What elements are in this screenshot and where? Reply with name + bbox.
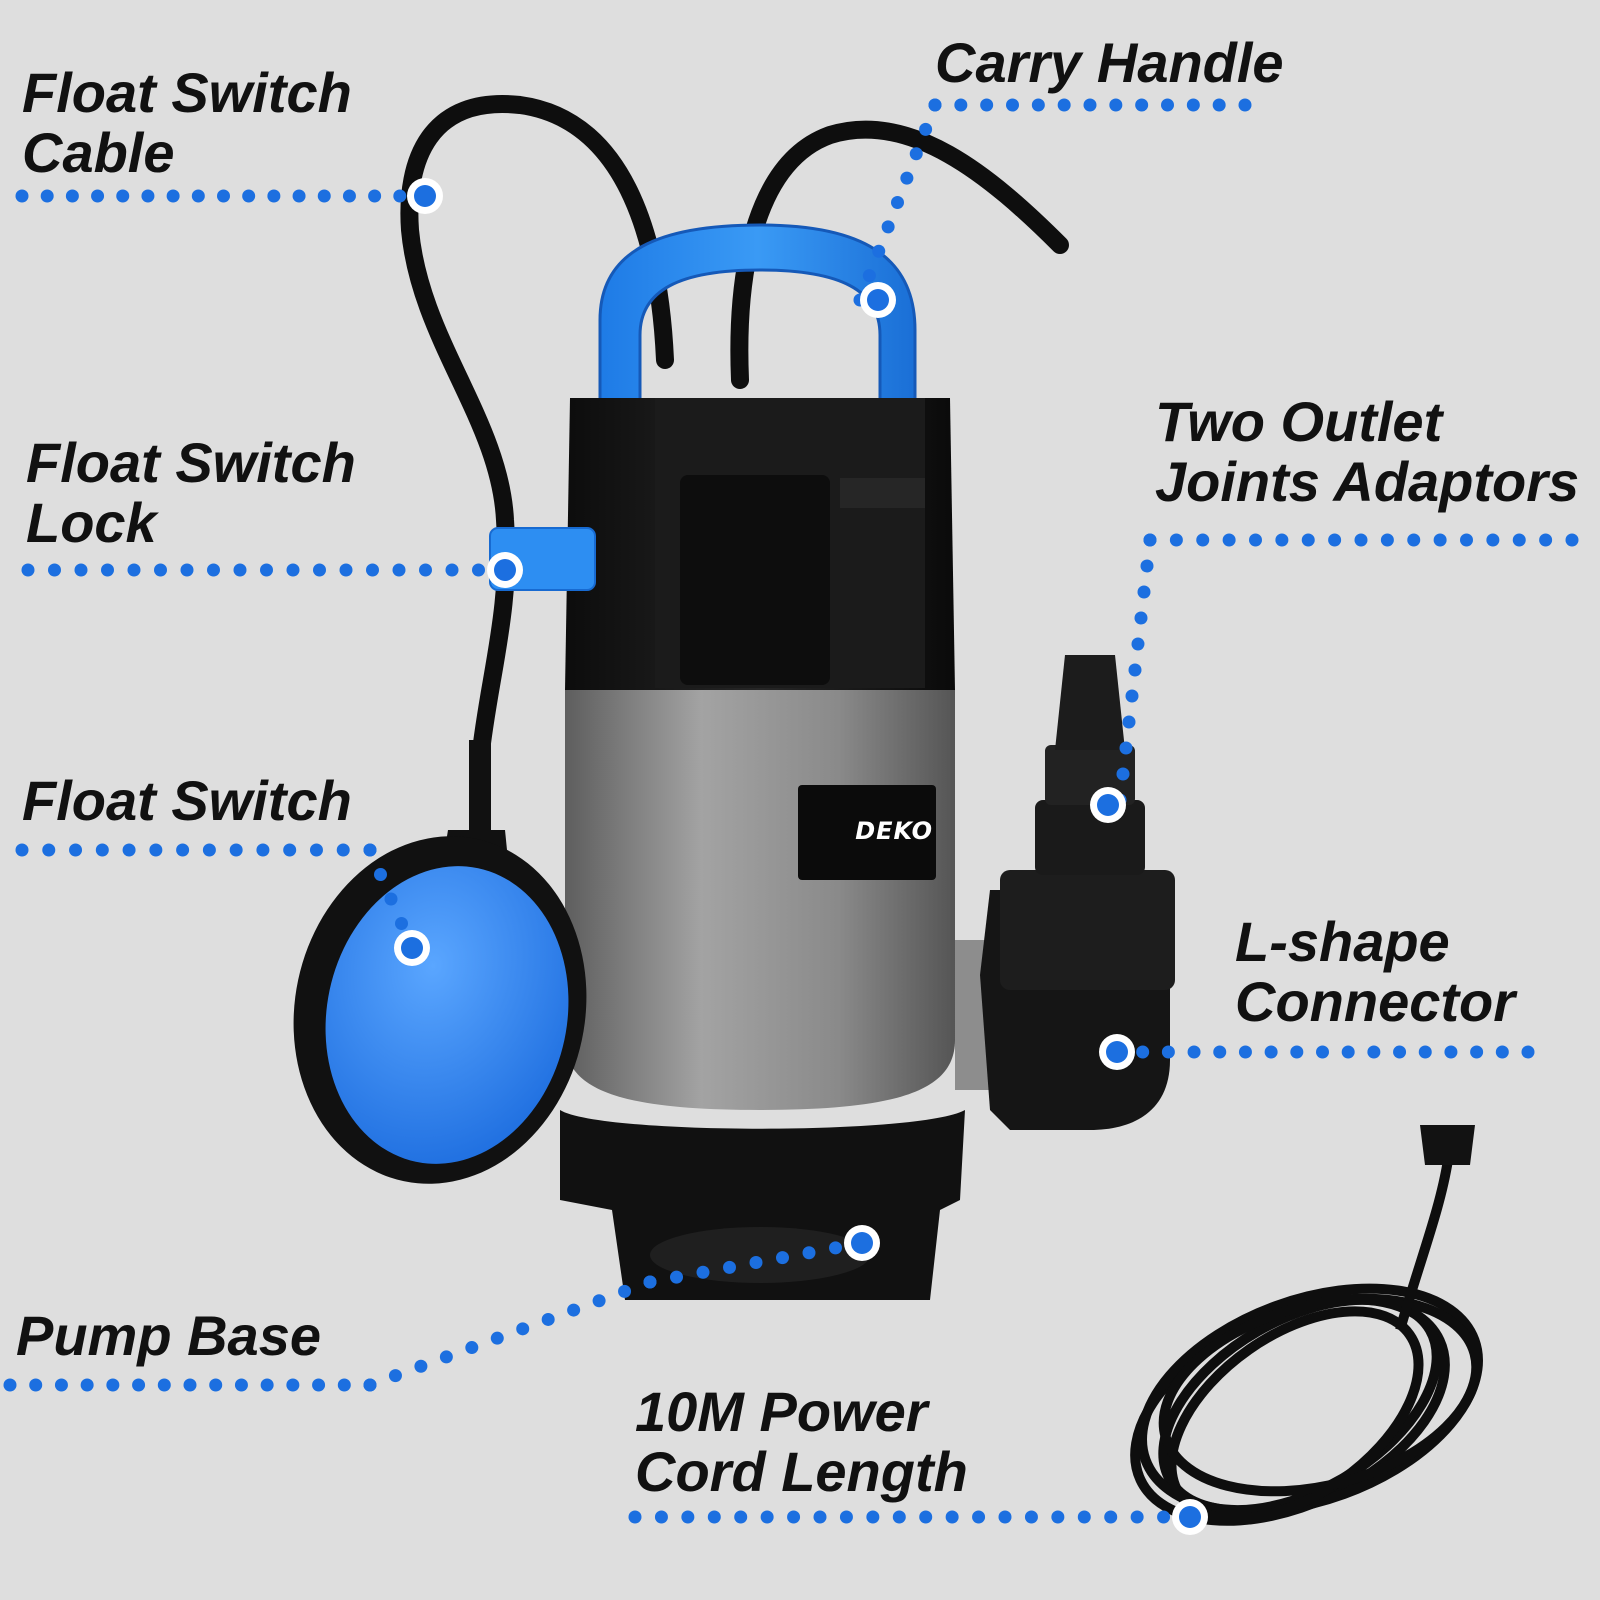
label-float-switch-lock: Float Switch Lock xyxy=(26,431,356,554)
power-plug xyxy=(1420,1125,1475,1165)
leader-float-switch-lock xyxy=(21,552,523,588)
deko-logo: DEKO xyxy=(855,817,933,845)
carry-handle xyxy=(598,223,917,402)
label-two-outlet-joints: Two Outlet Joints Adaptors xyxy=(1155,390,1580,513)
label-l-shape-connector: L-shape Connector xyxy=(1235,910,1515,1033)
label-pump-base: Pump Base xyxy=(16,1304,321,1367)
deko-logo-plate xyxy=(798,785,936,880)
leader-float-switch-cable xyxy=(15,178,443,214)
pump-grey-body xyxy=(565,690,955,1110)
label-power-cord: 10M Power Cord Length xyxy=(635,1380,968,1503)
outlet-adaptor xyxy=(1055,655,1125,750)
leader-float-switch xyxy=(15,843,430,966)
label-float-switch: Float Switch xyxy=(22,769,352,832)
leader-pump-base xyxy=(3,1225,880,1392)
leader-carry-handle xyxy=(853,98,1252,318)
leader-two-outlet-joints xyxy=(1090,533,1579,823)
leader-power-cord xyxy=(628,1499,1208,1535)
label-float-switch-cable: Float Switch Cable xyxy=(22,61,352,184)
leader-l-shape-connector xyxy=(1099,1034,1535,1070)
power-cable-top xyxy=(730,120,1069,389)
label-carry-handle: Carry Handle xyxy=(935,31,1284,94)
power-cord-coil xyxy=(1130,1159,1483,1526)
